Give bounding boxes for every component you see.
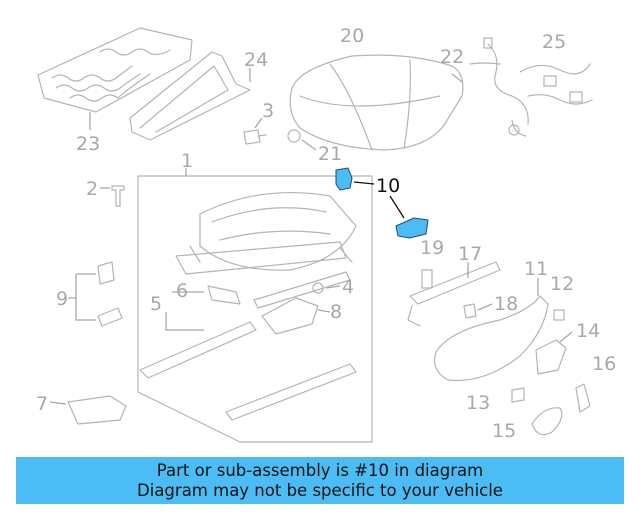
part-3-bolt: [243, 117, 267, 145]
callout-13: 13: [466, 392, 490, 414]
callout-21: 21: [318, 143, 342, 165]
part-21-clip: [287, 129, 317, 151]
part-11-side-shield: [433, 278, 549, 382]
callout-12: 12: [550, 273, 574, 295]
part-23-heater-mat: [37, 27, 193, 130]
callout-5: 5: [150, 293, 162, 315]
callout-1: 1: [181, 150, 193, 172]
callout-2: 2: [86, 178, 98, 200]
info-banner: Part or sub-assembly is #10 in diagram D…: [16, 457, 624, 504]
banner-line-disclaimer: Diagram may not be specific to your vehi…: [137, 480, 503, 500]
part-1-seat-frame: [137, 168, 373, 443]
part-15-knob: [531, 407, 563, 436]
callout-9: 9: [56, 288, 68, 310]
callout-11: 11: [524, 258, 548, 280]
callout-10: 10: [376, 175, 400, 197]
part-8-motor: [261, 297, 331, 335]
leaders-5-6: [165, 291, 204, 331]
callout-19: 19: [420, 237, 444, 259]
callout-8: 8: [330, 301, 342, 323]
callout-20: 20: [340, 25, 364, 47]
callout-3: 3: [262, 100, 274, 122]
part-20-cushion: [289, 54, 464, 151]
part-25-wire-harness: [451, 37, 593, 137]
part-19-clip: [421, 269, 433, 289]
part-4-nut: [312, 282, 341, 294]
callout-23: 23: [76, 133, 100, 155]
callout-17: 17: [458, 243, 482, 265]
part-24-cover-strip: [129, 51, 251, 141]
part-18-screw: [463, 303, 493, 319]
callout-14: 14: [576, 320, 600, 342]
part-2-bolt: [100, 185, 125, 207]
part-14-switch: [535, 331, 573, 375]
part-9-bracket: [68, 261, 123, 327]
callout-18: 18: [494, 293, 518, 315]
callout-24: 24: [244, 49, 268, 71]
part-17-rod: [407, 261, 501, 327]
banner-line-part: Part or sub-assembly is #10 in diagram: [156, 460, 484, 480]
part-7-motor: [49, 395, 127, 425]
part-13-clip: [511, 387, 525, 403]
part-10-cover-highlighted: [335, 167, 429, 239]
part-12-clip: [553, 309, 565, 321]
part-16-knob: [575, 383, 591, 413]
callout-25: 25: [542, 31, 566, 53]
callout-16: 16: [592, 353, 616, 375]
callout-6: 6: [176, 280, 188, 302]
callout-22: 22: [440, 46, 464, 68]
callout-15: 15: [492, 420, 516, 442]
callout-4: 4: [342, 276, 354, 298]
part-6-motor: [207, 285, 241, 305]
callout-7: 7: [36, 393, 48, 415]
